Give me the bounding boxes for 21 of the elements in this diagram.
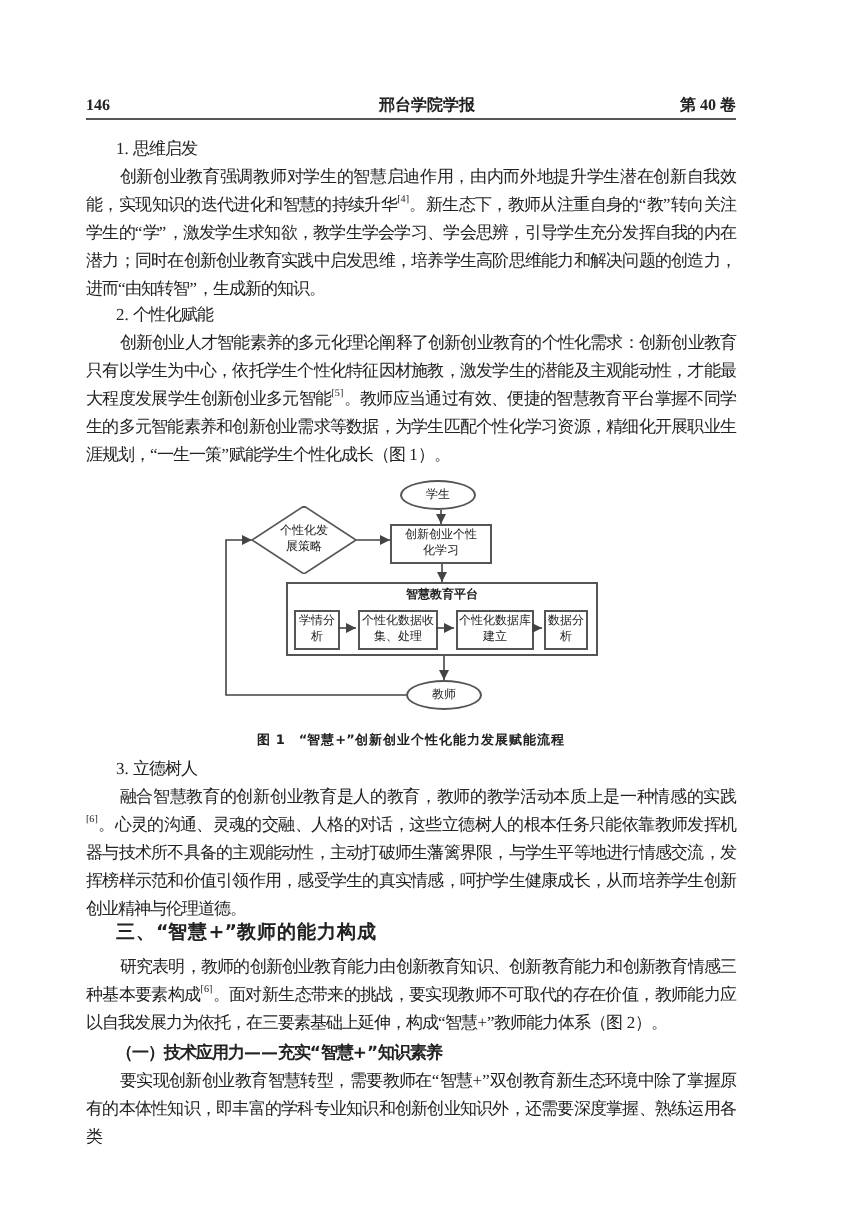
subheading: 2. 个性化赋能 [116,302,216,328]
arrow [437,563,447,583]
arrow [355,535,391,545]
paragraph: 创新创业人才智能素养的多元化理论阐释了创新创业教育的个性化需求：创新创业教育只有以学生为中心，依托学生个性化特征因材施教，激发学生的潜能及主观能动性，才能最大程度发展学生创新创业多元智能$^{[5]}$。教师应当通过有效、便捷的智慧教育平台掌握不同学生的多元智能素养和创新创业需求等数据，为学生匹配个性化学习资源，精细化开展职业生涯规划，“一生一策”赋能学生个性化成长（图 1）。 [86,330,736,468]
paragraph: 要实现创新创业教育智慧转型，需要教师在“智慧+”双创教育新生态环境中除了掌握原有的本体性知识，即丰富的学科专业知识和创新创业知识外，还需要深度掌握、熟练运用各类 [86,1068,736,1150]
subheading: 1. 思维启发 [116,136,200,162]
volume-number: 第 40 卷 [678,94,736,118]
arrow [531,623,543,633]
section-heading: 三、“智慧+”教师的能力构成 [116,920,379,948]
paragraph: 融合智慧教育的创新创业教育是人的教育，教师的教学活动本质上是一种情感的实践$^{[6]}$。心灵的沟通、灵魂的交融、人格的对话，这些立德树人的根本任务只能依靠教师发挥机器与技术所不具备的主观能动性，主动打破师生藩篱界限，与学生平等地进行情感交流，发挥榜样示范和价值引领作用，感受学生的真实情感，呵护学生健康成长，从而培养学生创新创业精神与伦理道德。 [86,784,736,922]
arrow [439,655,449,681]
subsection-heading: （一）技术应用力——充实“智慧+”知识素养 [116,1040,445,1066]
subheading: 3. 立德树人 [116,756,199,782]
arrow [225,535,407,696]
paragraph: 创新创业教育强调教师对学生的智慧启迪作用，由内而外地提升学生潜在创新自我效能，实现知识的迭代进化和智慧的持续升华$^{[4]}$。新生态下，教师从注重自身的“教”转向关注学生的“学”，激发学生求知欲，教学生学会学习、学会思辨，引导学生充分发挥自我的内在潜力；同时在创新创业教育实践中启发思维，培养学生高阶思维能力和解决问题的创造力，进而“由知转智”，生成新的知识。 [86,164,736,302]
running-head: 邢台学院学报 [377,94,477,118]
arrow [337,623,357,633]
arrow [436,509,446,525]
arrow [435,623,455,633]
paragraph: 研究表明，教师的创新创业教育能力由创新教育知识、创新教育能力和创新教育情感三种基本要素构成$^{[6]}$。面对新生态带来的挑战，要实现教师不可取代的存在价值，教师能力应以自我发展力为依托，在三要素基础上延伸，构成“智慧+”教师能力体系（图 2）。 [86,954,736,1036]
page-number: 146 [86,94,112,118]
